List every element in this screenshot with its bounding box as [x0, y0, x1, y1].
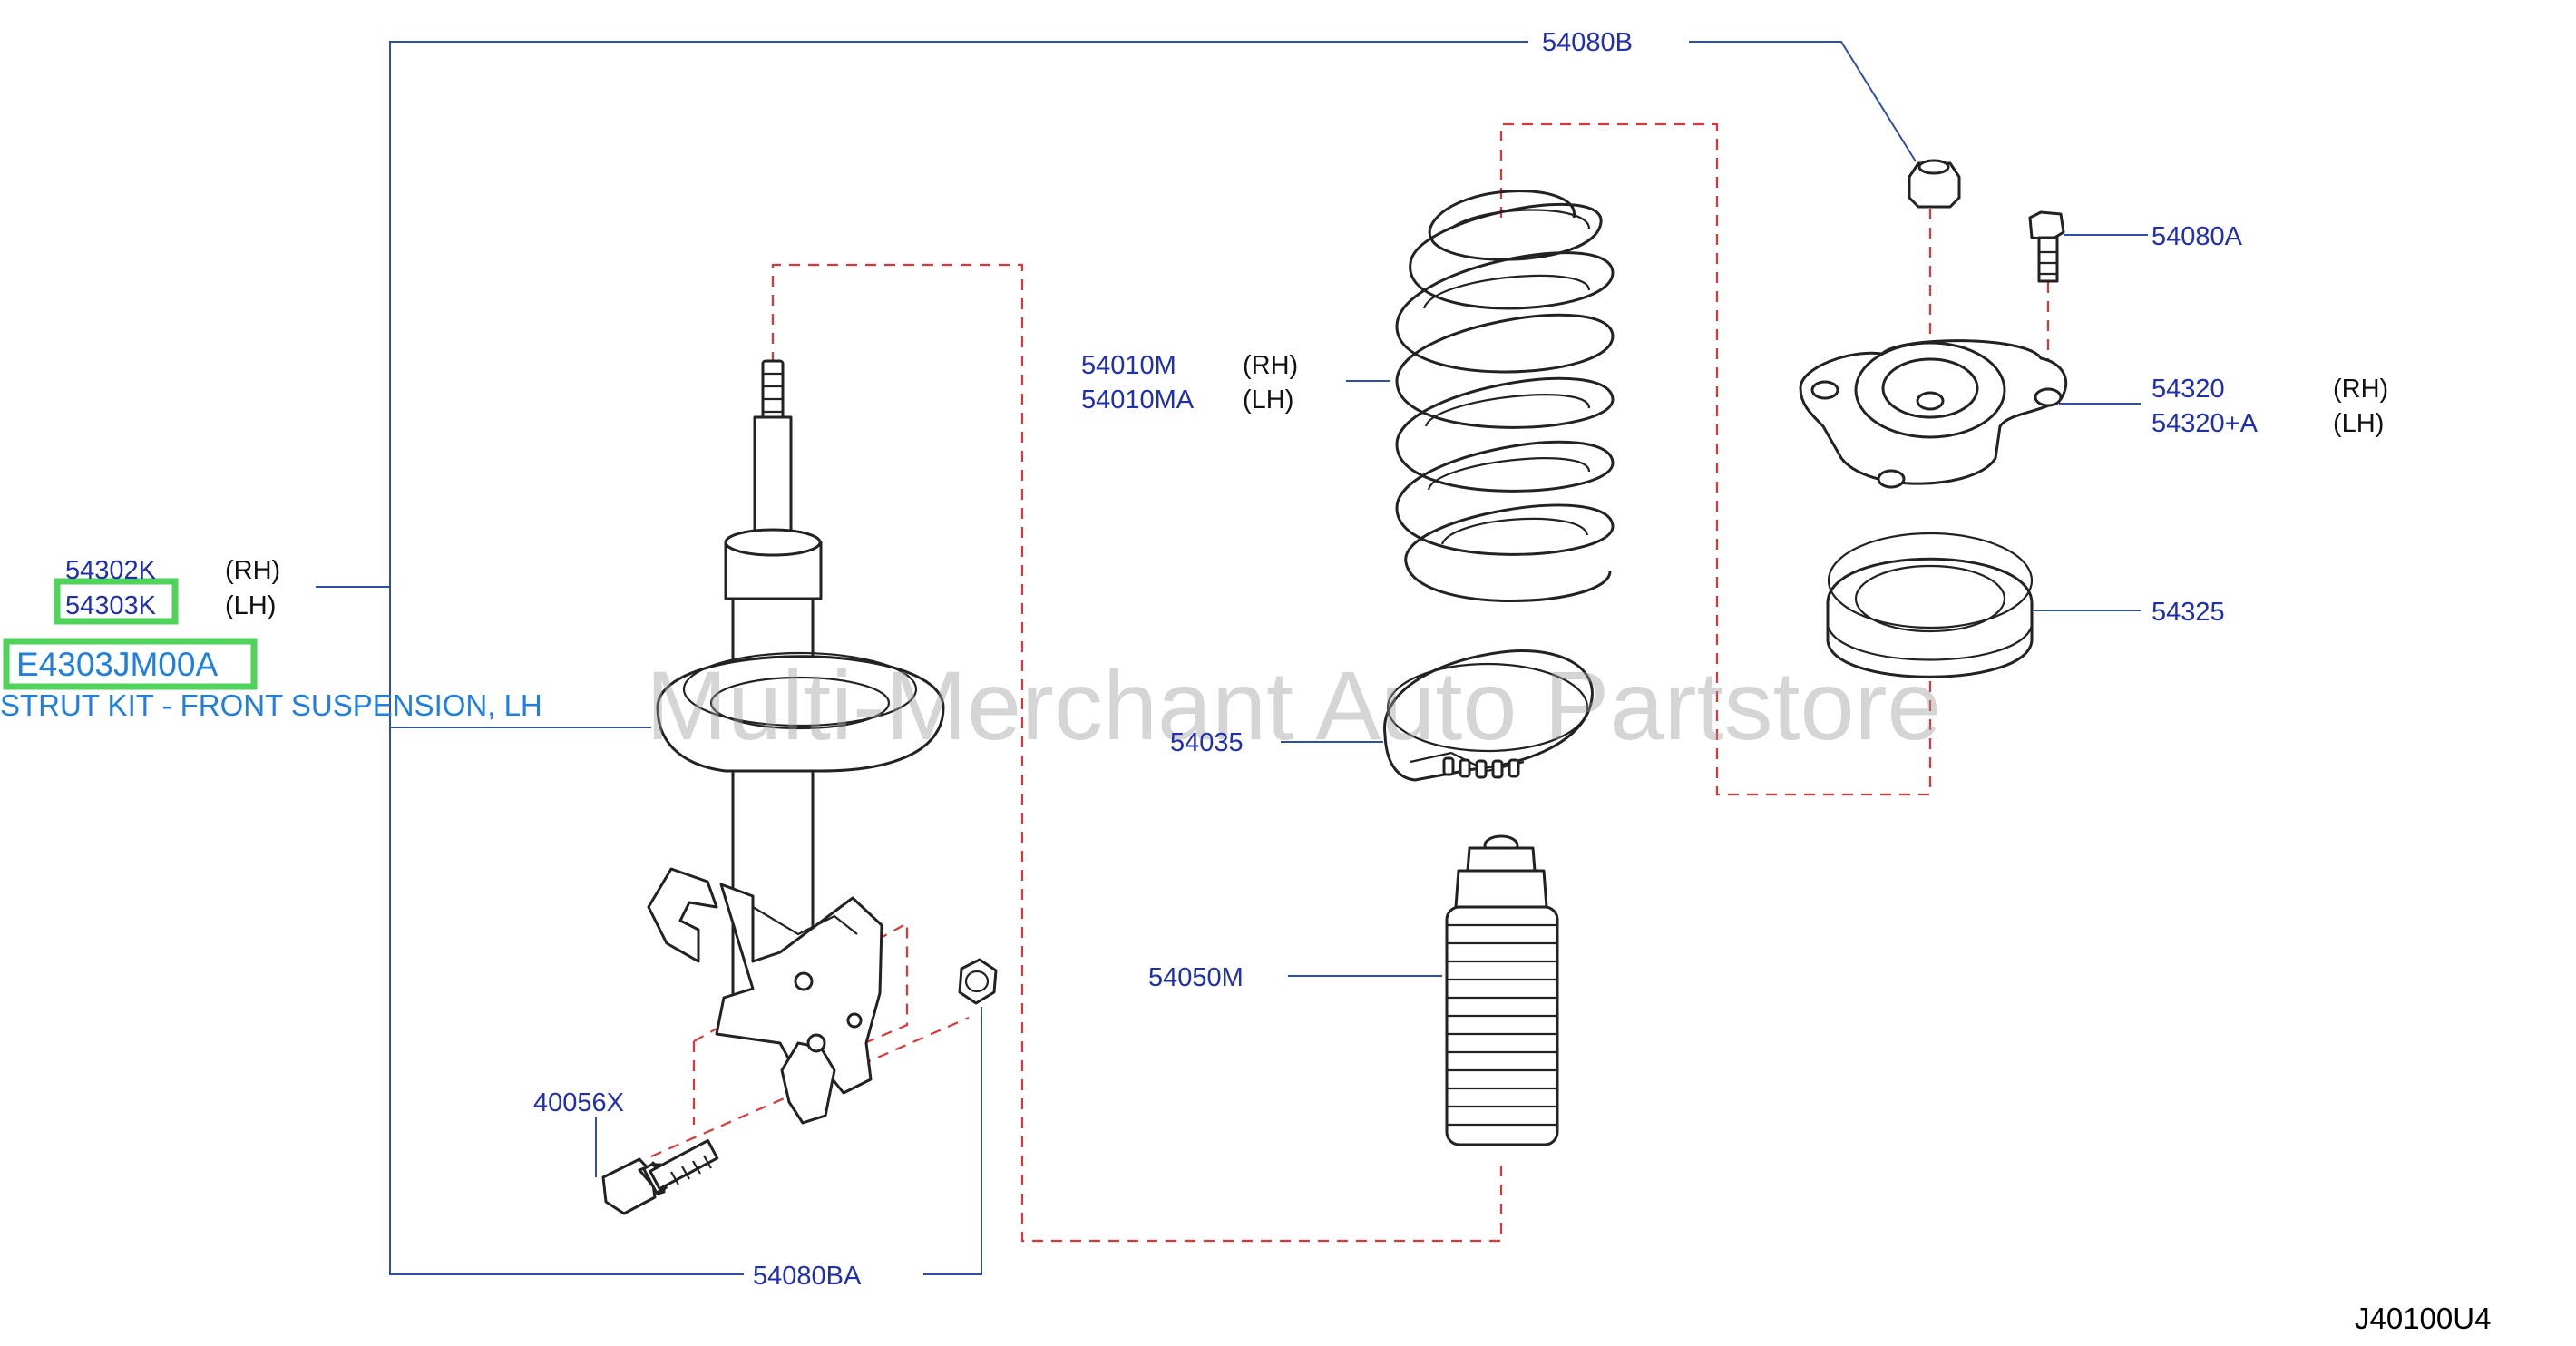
callout-54035[interactable]: 54035 [1170, 728, 1244, 757]
mount-bearing-illustration [1826, 532, 2034, 678]
kit-description: STRUT KIT - FRONT SUSPENSION, LH [0, 688, 542, 722]
highlight-box-54303K [54, 578, 179, 625]
callout-54010MA[interactable]: 54010MA [1081, 385, 1195, 415]
nut-54080BA-shape [958, 958, 998, 1005]
callout-54325[interactable]: 54325 [2152, 598, 2225, 627]
callout-54302K-side: (RH) [225, 556, 280, 585]
callout-54320-side: (RH) [2333, 375, 2388, 404]
callout-54010M[interactable]: 54010M [1081, 351, 1176, 380]
strut-assembly-illustration [601, 359, 998, 1215]
callout-54080B[interactable]: 54080B [1542, 28, 1633, 57]
watermark: Multi-Merchant Auto Partstore [646, 650, 1942, 760]
hardware-illustration [1908, 159, 2065, 283]
callout-54010MA-side: (LH) [1243, 385, 1293, 415]
callout-54080A[interactable]: 54080A [2152, 222, 2243, 251]
callout-54080BA[interactable]: 54080BA [753, 1262, 862, 1291]
callout-40056X[interactable]: 40056X [533, 1088, 624, 1117]
callout-54050M[interactable]: 54050M [1148, 963, 1244, 992]
highlight-box-kit [3, 638, 258, 690]
callout-54302K[interactable]: 54302K [65, 556, 157, 585]
callout-54303K[interactable]: 54303K [65, 591, 157, 620]
callout-54320A-side: (LH) [2333, 409, 2384, 438]
leader-lines [316, 41, 2148, 1275]
callout-labels: 54080B 54080A 54010M (RH) 54010MA (LH) 5… [0, 28, 2388, 1291]
callout-54320[interactable]: 54320 [2152, 375, 2225, 404]
spring-seat-illustration [1383, 649, 1594, 782]
kit-part-number[interactable]: E4303JM00A [16, 646, 218, 683]
bolt-40056X-shape [601, 1138, 719, 1215]
dust-boot-illustration [1445, 834, 1559, 1146]
diagram-code: J40100U4 [2355, 1302, 2491, 1335]
callout-54320A[interactable]: 54320+A [2152, 409, 2259, 438]
strut-mount-illustration [1799, 339, 2068, 489]
callout-54010M-side: (RH) [1243, 351, 1298, 380]
callout-54303K-side: (LH) [225, 591, 276, 620]
coil-spring-illustration [1395, 190, 1615, 602]
